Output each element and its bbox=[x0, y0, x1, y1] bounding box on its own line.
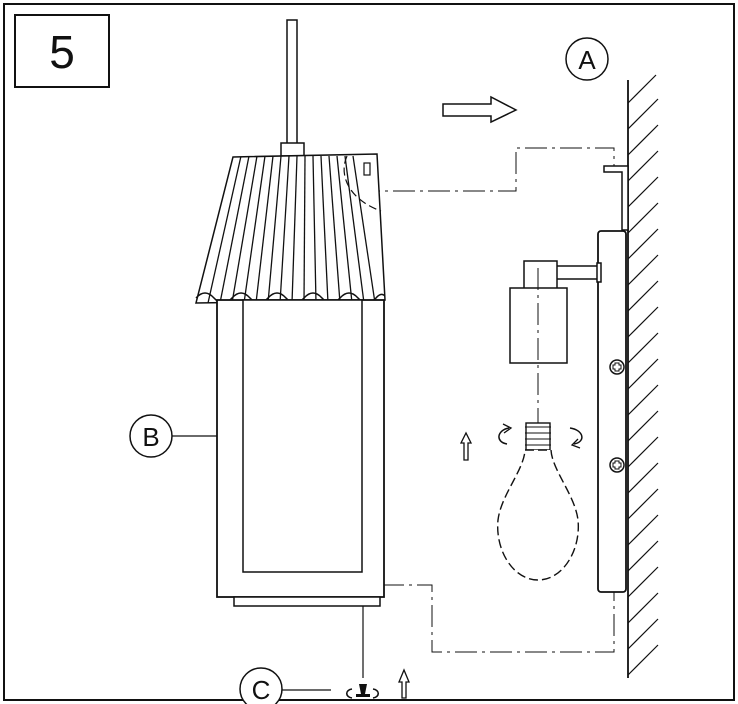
light-bulb bbox=[497, 422, 579, 581]
frame-border bbox=[3, 3, 735, 701]
move-right-arrow-icon bbox=[442, 95, 518, 124]
rod-collar bbox=[280, 142, 305, 157]
backplate-screw-bottom bbox=[609, 457, 625, 473]
hook-guide-line bbox=[366, 147, 615, 192]
callout-b: B bbox=[129, 414, 217, 458]
step-number-box: 5 bbox=[14, 14, 110, 88]
callout-a-label: A bbox=[578, 45, 596, 75]
hook-slot-detail bbox=[343, 155, 382, 212]
screw-up-arrow-icon bbox=[398, 668, 410, 699]
screw-icon bbox=[345, 684, 380, 699]
pleated-shade bbox=[195, 153, 386, 304]
callout-c-label: C bbox=[252, 675, 271, 704]
callout-c: C bbox=[239, 667, 331, 704]
bottom-guide-line bbox=[382, 584, 615, 653]
mounting-hook bbox=[603, 165, 629, 231]
callout-b-label: B bbox=[142, 422, 159, 452]
step-number: 5 bbox=[49, 26, 75, 78]
lantern-body bbox=[216, 299, 385, 607]
wall-hatching bbox=[627, 74, 659, 678]
up-arrow-icon bbox=[459, 431, 473, 461]
backplate-screw-top bbox=[609, 359, 625, 375]
callout-a: A bbox=[565, 37, 609, 81]
socket-assembly bbox=[509, 260, 602, 364]
rotate-icon bbox=[498, 423, 583, 449]
backplate bbox=[597, 230, 627, 593]
hanging-rod bbox=[286, 19, 298, 148]
